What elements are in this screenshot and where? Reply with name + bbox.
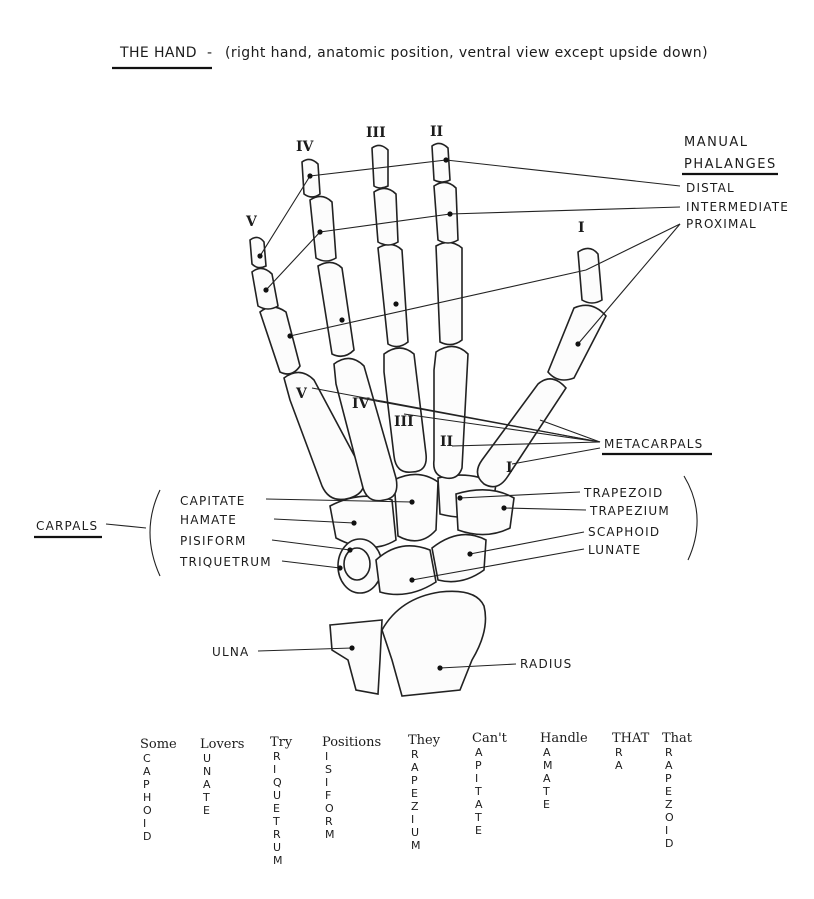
label-pisiform: PISIFORM bbox=[180, 534, 247, 548]
capitate-bone bbox=[393, 473, 439, 542]
digit-numerals: V IV III II I bbox=[245, 124, 585, 236]
metacarpal-numeral-I: I bbox=[506, 460, 513, 476]
digit-label-III: III bbox=[366, 125, 386, 141]
carpals-right-brace bbox=[683, 475, 698, 561]
title-rest: (right hand, anatomic position, ventral … bbox=[225, 45, 708, 61]
metacarpal-bones bbox=[283, 345, 568, 502]
label-lunate: LUNATE bbox=[588, 543, 641, 557]
phalanges-labels: MANUAL PHALANGES DISTAL INTERMEDIATE PRO… bbox=[682, 135, 789, 231]
proximal-phalanx-IV bbox=[317, 261, 355, 358]
scaphoid-bone bbox=[431, 533, 487, 583]
proximal-phalanx-V bbox=[259, 306, 301, 375]
label-carpals: CARPALS bbox=[36, 519, 98, 533]
digit-label-II: II bbox=[430, 124, 443, 140]
phalanges-heading-2: PHALANGES bbox=[684, 157, 777, 172]
carpals-group: CARPALS CAPITATE HAMATE PISIFORM TRIQUET… bbox=[34, 475, 698, 583]
label-ulna: ULNA bbox=[212, 645, 249, 659]
digit-label-I: I bbox=[578, 220, 585, 236]
trapezium-bone bbox=[455, 489, 515, 536]
mnemonic-word: THAT bbox=[612, 731, 650, 746]
mnemonic-word: Try bbox=[270, 735, 293, 750]
phalanx-bones bbox=[249, 142, 607, 381]
metacarpal-numeral-V: V bbox=[295, 386, 308, 402]
phalanges-heading-1: MANUAL bbox=[684, 135, 749, 150]
forearm bbox=[329, 590, 487, 697]
carpals-left-brace bbox=[149, 489, 161, 577]
diagram-title: THE HAND - (right hand, anatomic positio… bbox=[112, 45, 708, 70]
mnemonic-word: Handle bbox=[540, 731, 588, 746]
label-metacarpals: METACARPALS bbox=[604, 437, 703, 451]
mnemonic-word: Positions bbox=[322, 735, 381, 750]
distal-phalanx-I bbox=[577, 247, 603, 304]
digit-label-V: V bbox=[245, 214, 258, 230]
carpal-bones bbox=[329, 473, 515, 596]
label-radius: RADIUS bbox=[520, 657, 572, 671]
metacarpal-III bbox=[383, 347, 428, 473]
metacarpal-I bbox=[476, 378, 568, 488]
mnemonic-word: Lovers bbox=[200, 737, 244, 752]
label-hamate: HAMATE bbox=[180, 513, 237, 527]
label-intermediate: INTERMEDIATE bbox=[686, 200, 789, 214]
metacarpal-IV bbox=[333, 357, 398, 502]
metacarpal-V bbox=[283, 371, 366, 501]
label-capitate: CAPITATE bbox=[180, 494, 246, 508]
proximal-phalanx-II bbox=[435, 241, 463, 346]
mnemonic-word: That bbox=[662, 731, 693, 746]
label-trapezoid: TRAPEZOID bbox=[583, 486, 663, 500]
label-distal: DISTAL bbox=[686, 181, 735, 195]
lunate-bone bbox=[375, 544, 437, 596]
proximal-phalanx-III bbox=[377, 243, 409, 348]
label-proximal: PROXIMAL bbox=[686, 217, 757, 231]
metacarpal-numeral-III: III bbox=[394, 414, 414, 430]
distal-phalanx-II bbox=[431, 142, 451, 183]
distal-phalanx-III bbox=[371, 144, 389, 189]
intermediate-phalanx-IV bbox=[309, 195, 337, 262]
digit-label-IV: IV bbox=[296, 139, 315, 155]
pisiform-bone bbox=[343, 547, 371, 581]
phalanges-leaders bbox=[257, 157, 681, 347]
intermediate-phalanx-III bbox=[373, 187, 399, 246]
distal-phalanx-V bbox=[249, 236, 267, 269]
label-triquetrum: TRIQUETRUM bbox=[179, 555, 272, 569]
metacarpals-label-group: METACARPALS bbox=[311, 387, 712, 465]
title-dash: - bbox=[207, 45, 212, 61]
title-prefix: THE HAND bbox=[119, 45, 197, 61]
ulna-bone bbox=[329, 619, 383, 695]
mnemonic-word: Can't bbox=[472, 731, 508, 746]
metacarpal-numeral-II: II bbox=[440, 434, 453, 450]
mnemonic-word: Some bbox=[140, 737, 177, 752]
label-trapezium: TRAPEZIUM bbox=[589, 504, 670, 518]
metacarpal-numerals: V IV III II I bbox=[295, 386, 513, 476]
radius-bone bbox=[381, 590, 487, 697]
mnemonic-word: They bbox=[408, 733, 441, 748]
forearm-labels: ULNA RADIUS bbox=[212, 645, 572, 671]
intermediate-phalanx-II bbox=[433, 181, 459, 244]
label-scaphoid: SCAPHOID bbox=[588, 525, 660, 539]
metacarpal-numeral-IV: IV bbox=[352, 396, 371, 412]
